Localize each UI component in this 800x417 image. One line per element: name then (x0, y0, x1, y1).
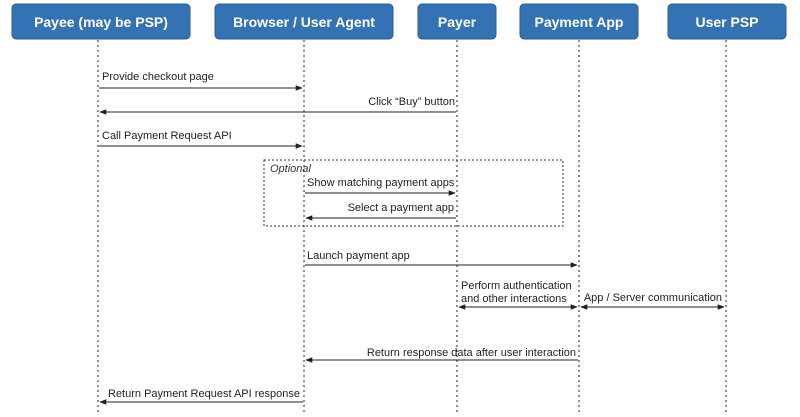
message-select-a-payment-app: Select a payment app (305, 202, 456, 221)
optional-frame-label: Optional (270, 163, 312, 175)
message-launch-payment-app: Launch payment app (305, 250, 578, 268)
actor-browser: Browser / User Agent (214, 3, 394, 40)
message-return-response-data: Return response data after user interact… (305, 347, 578, 363)
message-label: Click “Buy” button (368, 96, 455, 108)
message-label: Select a payment app (348, 202, 454, 214)
message-return-payment-request-api-response: Return Payment Request API response (99, 388, 303, 405)
actor-payee: Payee (may be PSP) (11, 3, 191, 40)
actor-label: Payee (may be PSP) (34, 14, 168, 30)
actor-label: Payer (438, 14, 477, 30)
message-provide-checkout-page: Provide checkout page (99, 71, 303, 91)
message-label: Show matching payment apps (307, 177, 455, 189)
message-label: Perform authentication (461, 280, 572, 292)
message-label: Call Payment Request API (102, 130, 232, 142)
actor-label: Payment App (535, 14, 624, 30)
message-perform-authentication: Perform authentication and other interac… (458, 280, 578, 310)
message-label: Launch payment app (307, 250, 410, 262)
actor-payment-app: Payment App (519, 3, 639, 40)
actor-label: Browser / User Agent (233, 14, 375, 30)
actor-label: User PSP (695, 14, 758, 30)
message-app-server-communication: App / Server communication (580, 292, 725, 310)
message-label: App / Server communication (584, 292, 722, 304)
message-call-payment-request-api: Call Payment Request API (99, 130, 303, 149)
message-label: Return response data after user interact… (367, 347, 576, 359)
message-label: and other interactions (461, 293, 567, 305)
actor-payer: Payer (417, 3, 497, 40)
optional-frame: Optional (263, 159, 564, 227)
message-click-buy-button: Click “Buy” button (99, 96, 456, 115)
message-label: Provide checkout page (102, 71, 214, 83)
actor-user-psp: User PSP (667, 3, 787, 40)
message-show-matching-payment-apps: Show matching payment apps (305, 177, 456, 196)
message-label: Return Payment Request API response (108, 388, 300, 400)
